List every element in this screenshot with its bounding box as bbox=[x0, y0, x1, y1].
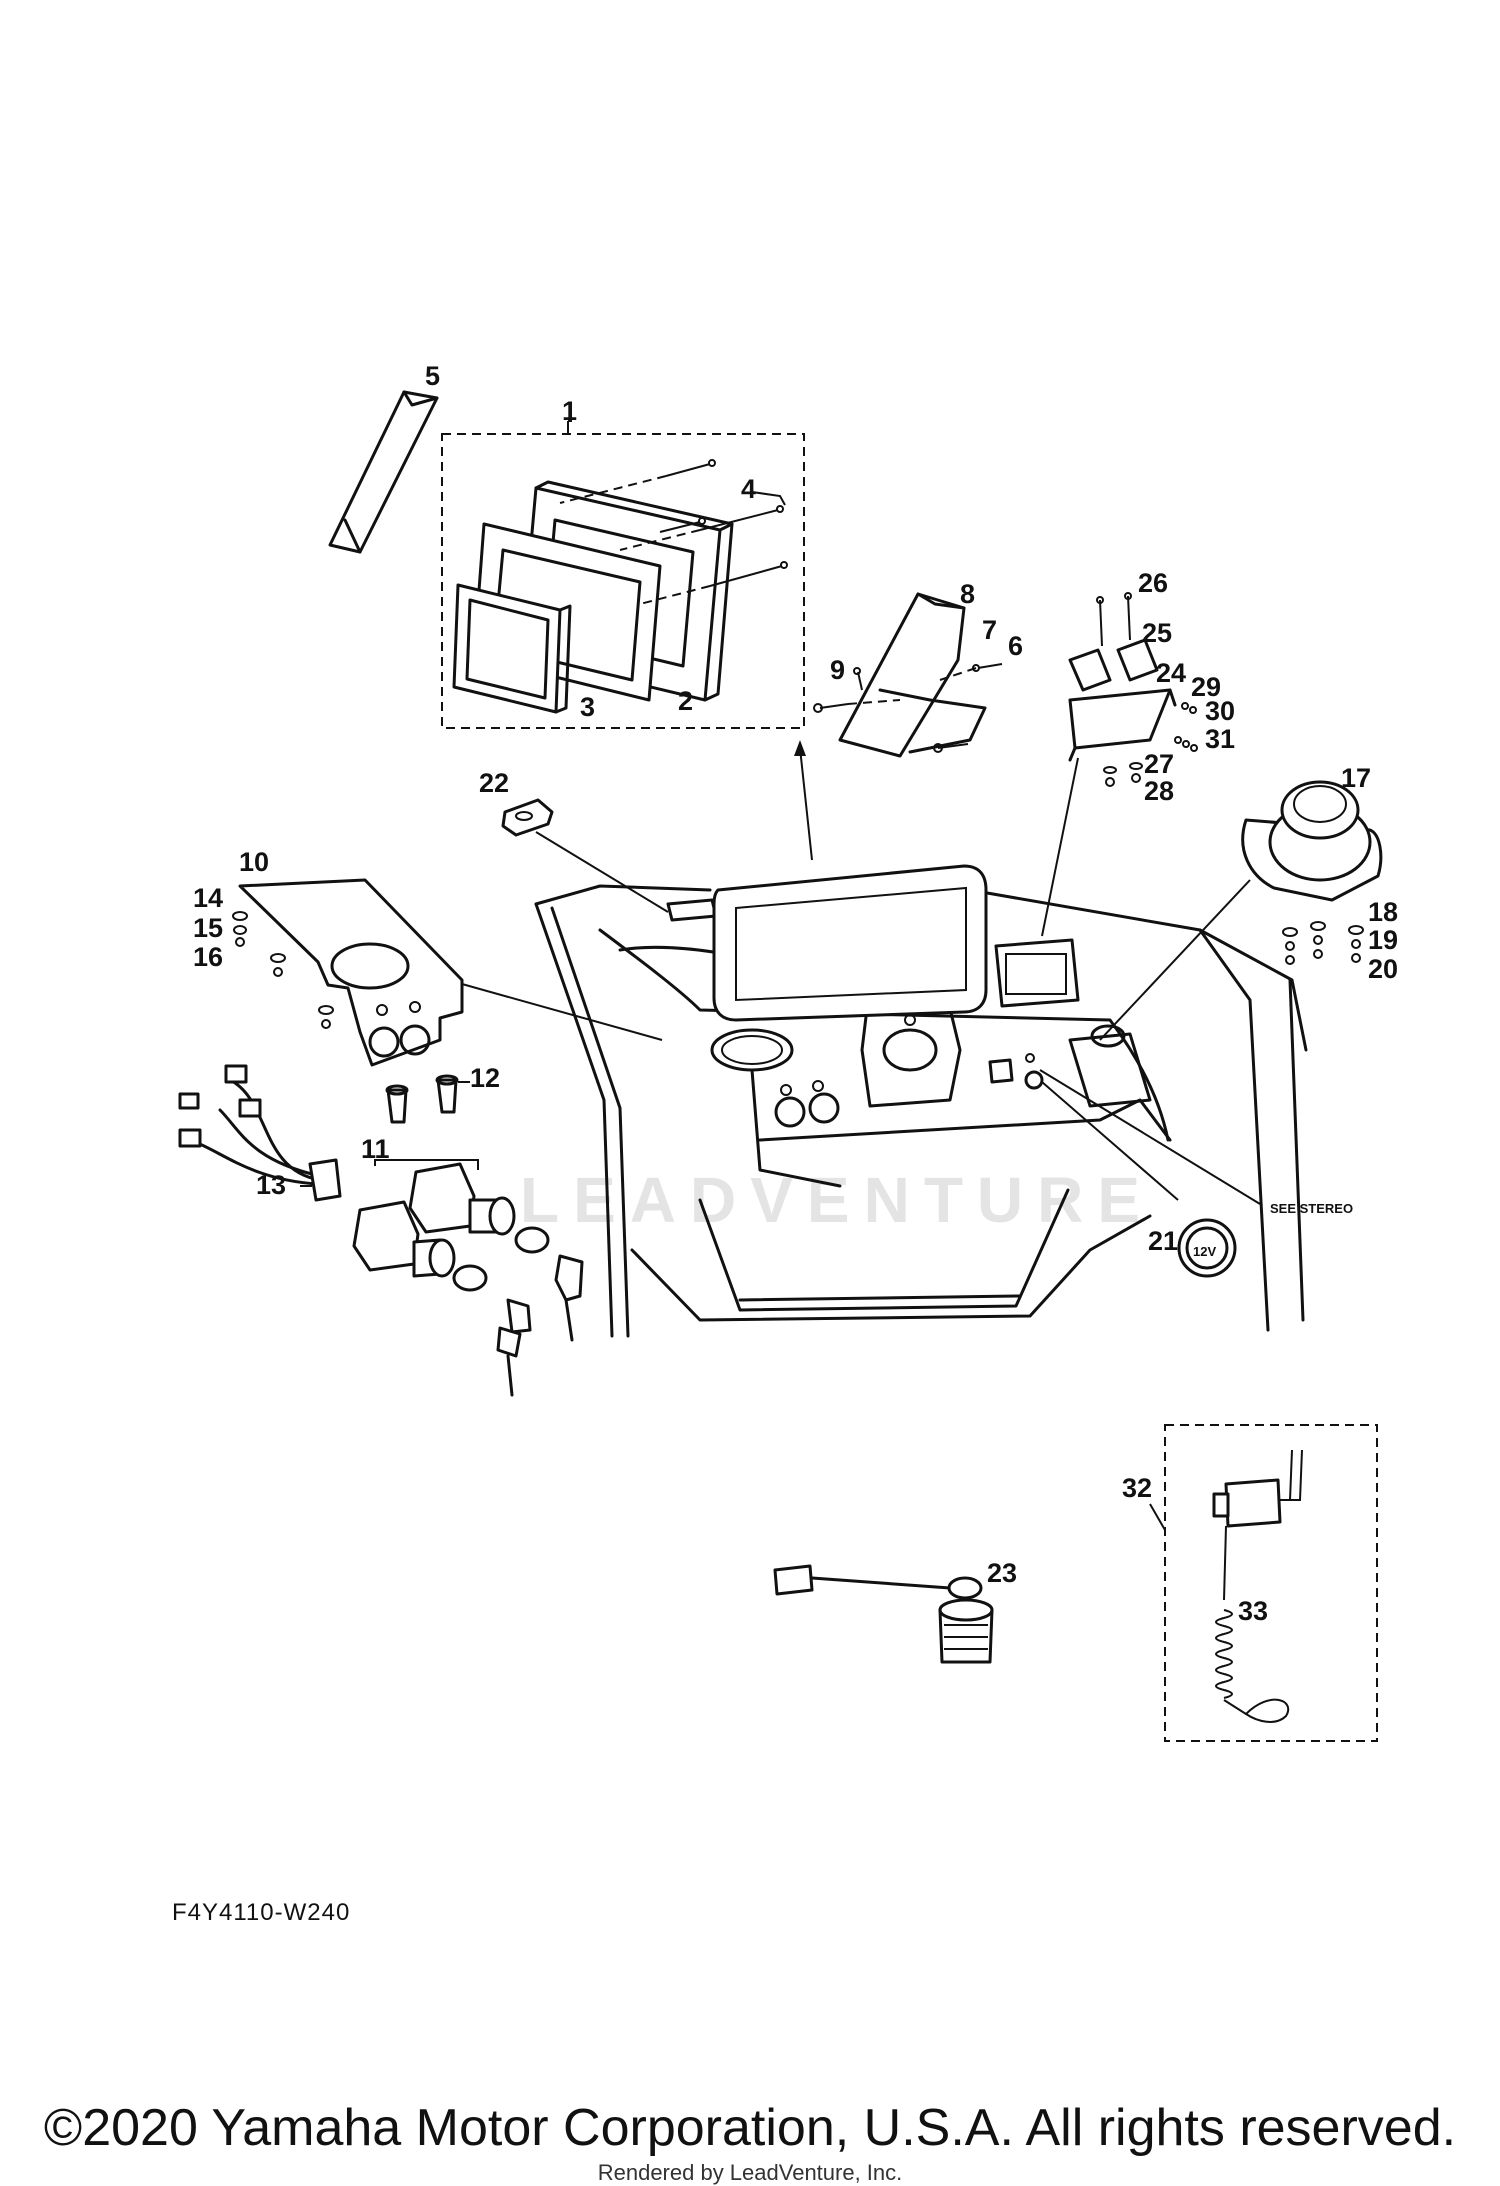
part-8-cover bbox=[813, 592, 1003, 758]
part-1-display-assembly bbox=[441, 420, 805, 729]
callout-2: 2 bbox=[678, 686, 693, 716]
callout-16: 16 bbox=[193, 942, 223, 972]
console-display bbox=[712, 864, 988, 1022]
callout-24: 24 bbox=[1156, 658, 1186, 688]
callout-15: 15 bbox=[193, 913, 223, 943]
callout-21: 21 bbox=[1148, 1226, 1178, 1256]
callout-23: 23 bbox=[987, 1558, 1017, 1588]
callout-14: 14 bbox=[193, 883, 223, 913]
part-13-harness bbox=[178, 1064, 342, 1202]
callout-17: 17 bbox=[1341, 763, 1371, 793]
callout-29: 29 bbox=[1191, 672, 1221, 702]
callout-33: 33 bbox=[1238, 1596, 1268, 1626]
callout-12: 12 bbox=[470, 1063, 500, 1093]
callout-22: 22 bbox=[479, 768, 509, 798]
copyright-notice: ©2020 Yamaha Motor Corporation, U.S.A. A… bbox=[43, 2099, 1457, 2157]
callout-19: 19 bbox=[1368, 925, 1398, 955]
socket-label: 12V bbox=[1193, 1244, 1216, 1259]
callout-18: 18 bbox=[1368, 897, 1398, 927]
callout-5: 5 bbox=[425, 361, 440, 391]
callout-labels: 1 2 3 4 5 6 7 8 9 10 11 12 13 14 15 16 1… bbox=[172, 361, 1398, 1926]
drawing-code: F4Y4110-W240 bbox=[172, 1899, 350, 1926]
callout-25: 25 bbox=[1142, 618, 1172, 648]
part-12-indicator-lamps bbox=[385, 1074, 470, 1124]
callout-1: 1 bbox=[562, 396, 577, 426]
see-stereo-note: SEE STEREO bbox=[1270, 1201, 1353, 1216]
callout-4: 4 bbox=[741, 474, 756, 504]
callout-26: 26 bbox=[1138, 568, 1168, 598]
callout-28: 28 bbox=[1144, 776, 1174, 806]
callout-32: 32 bbox=[1122, 1473, 1152, 1503]
leader-arrows bbox=[794, 740, 1261, 1205]
part-32-lanyard-switch bbox=[1149, 1424, 1378, 1742]
part-22-key-fob bbox=[501, 798, 669, 913]
part-23-cable-plug bbox=[773, 1564, 994, 1664]
callout-3: 3 bbox=[580, 692, 595, 722]
callout-8: 8 bbox=[960, 579, 975, 609]
part-17-throttle bbox=[1241, 780, 1383, 965]
callout-9: 9 bbox=[830, 655, 845, 685]
callout-27: 27 bbox=[1144, 749, 1174, 779]
callout-7: 7 bbox=[982, 615, 997, 645]
callout-6: 6 bbox=[1008, 631, 1023, 661]
part-24-bracket bbox=[1068, 592, 1198, 787]
callout-20: 20 bbox=[1368, 954, 1398, 984]
rendered-by-note: Rendered by LeadVenture, Inc. bbox=[597, 2160, 903, 2185]
watermark: LEADVENTURE bbox=[520, 1164, 1154, 1236]
callout-10: 10 bbox=[239, 847, 269, 877]
callout-13: 13 bbox=[256, 1170, 286, 1200]
part-11-ignition-switches bbox=[352, 1159, 584, 1397]
callout-30: 30 bbox=[1205, 696, 1235, 726]
part-5-trim-strip bbox=[328, 390, 439, 554]
callout-31: 31 bbox=[1205, 724, 1235, 754]
part-10-switch-plate bbox=[232, 878, 663, 1067]
part-21-12v-socket: 12V bbox=[1177, 1218, 1237, 1278]
callout-11: 11 bbox=[361, 1134, 390, 1164]
